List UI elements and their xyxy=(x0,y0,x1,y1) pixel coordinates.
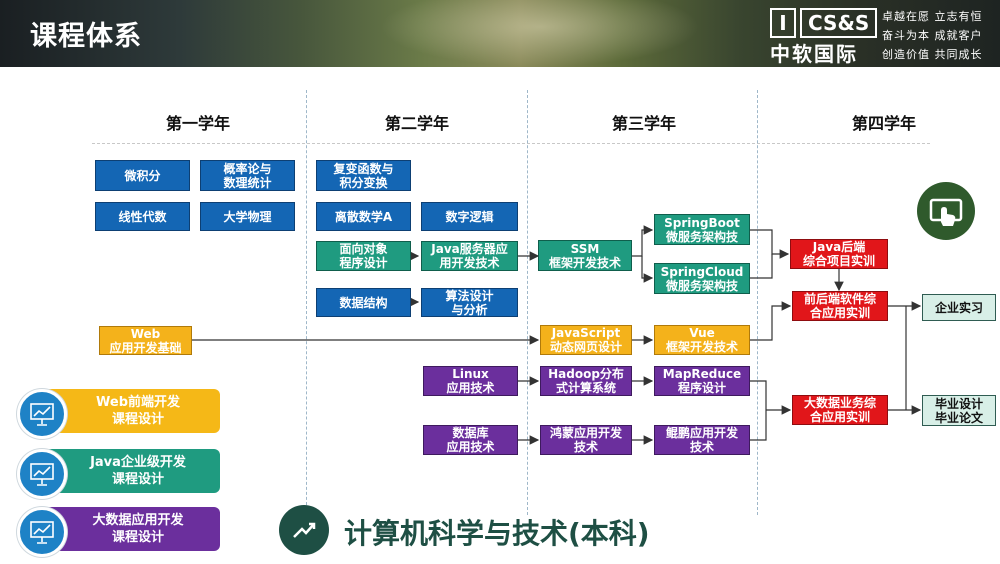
presentation-chart-icon xyxy=(17,389,67,439)
column-divider-2 xyxy=(527,90,528,515)
logo-abbreviation: CS&S xyxy=(800,8,878,38)
logo-chinese-name: 中软国际 xyxy=(770,42,858,66)
course-java-backend-training: Java后端 综合项目实训 xyxy=(790,239,888,269)
course-design-bigdata: 大数据应用开发 课程设计 xyxy=(42,507,220,551)
presentation-chart-icon xyxy=(17,449,67,499)
course-frontend-backend-training: 前后端软件综 合应用实训 xyxy=(792,291,888,321)
course-algorithms: 算法设计 与分析 xyxy=(421,288,518,317)
column-divider-3 xyxy=(757,90,758,515)
year-2-heading: 第二学年 xyxy=(385,114,450,133)
course-linear-algebra: 线性代数 xyxy=(95,202,190,231)
course-javascript: JavaScript 动态网页设计 xyxy=(540,325,632,355)
course-physics: 大学物理 xyxy=(200,202,295,231)
banner-landscape-highlight xyxy=(380,0,700,67)
course-data-structures: 数据结构 xyxy=(316,288,411,317)
course-calculus: 微积分 xyxy=(95,160,190,191)
course-design-web-frontend: Web前端开发 课程设计 xyxy=(42,389,220,433)
year-1-heading: 第一学年 xyxy=(166,114,231,133)
page-title: 课程体系 xyxy=(30,21,142,52)
program-title: 计算机科学与技术(本科) xyxy=(344,517,650,550)
tablet-touch-icon xyxy=(917,182,975,240)
course-complex-functions: 复变函数与 积分变换 xyxy=(316,160,411,191)
course-springboot: SpringBoot 微服务架构技 xyxy=(654,214,750,245)
course-digital-logic: 数字逻辑 xyxy=(421,202,518,231)
outcome-enterprise-internship: 企业实习 xyxy=(922,294,996,321)
course-hadoop: Hadoop分布 式计算系统 xyxy=(540,366,632,396)
outcome-graduation-thesis: 毕业设计 毕业论文 xyxy=(922,395,996,426)
year-4-heading: 第四学年 xyxy=(852,114,917,133)
presentation-chart-icon xyxy=(17,507,67,557)
course-mapreduce: MapReduce 程序设计 xyxy=(654,366,750,396)
year-3-heading: 第三学年 xyxy=(612,114,677,133)
trend-up-icon xyxy=(279,505,329,555)
course-springcloud: SpringCloud 微服务架构技 xyxy=(654,263,750,294)
header-banner: 课程体系 I CS&S 中软国际 卓越在愿 立志有恒 奋斗为本 成就客户 创造价… xyxy=(0,0,1000,67)
slogan-line-2: 奋斗为本 成就客户 xyxy=(882,29,983,42)
course-ssm: SSM 框架开发技术 xyxy=(538,240,632,271)
course-probability-statistics: 概率论与 数理统计 xyxy=(200,160,295,191)
column-divider-1 xyxy=(306,90,307,515)
course-harmony: 鸿蒙应用开发 技术 xyxy=(540,425,632,455)
course-design-java-enterprise: Java企业级开发 课程设计 xyxy=(42,449,220,493)
course-oop: 面向对象 程序设计 xyxy=(316,241,411,271)
slogan-line-1: 卓越在愿 立志有恒 xyxy=(882,10,983,23)
course-bigdata-training: 大数据业务综 合应用实训 xyxy=(792,395,888,425)
course-web-basics: Web 应用开发基础 xyxy=(99,326,192,355)
course-linux: Linux 应用技术 xyxy=(423,366,518,396)
course-discrete-math: 离散数学A xyxy=(316,202,411,231)
course-kunpeng: 鲲鹏应用开发 技术 xyxy=(654,425,750,455)
logo-mark: I xyxy=(770,8,796,38)
course-database: 数据库 应用技术 xyxy=(423,425,518,455)
course-vue: Vue 框架开发技术 xyxy=(654,325,750,355)
year-header-divider xyxy=(92,143,930,144)
course-java-server: Java服务器应 用开发技术 xyxy=(421,241,518,271)
slogan-line-3: 创造价值 共同成长 xyxy=(882,48,983,61)
